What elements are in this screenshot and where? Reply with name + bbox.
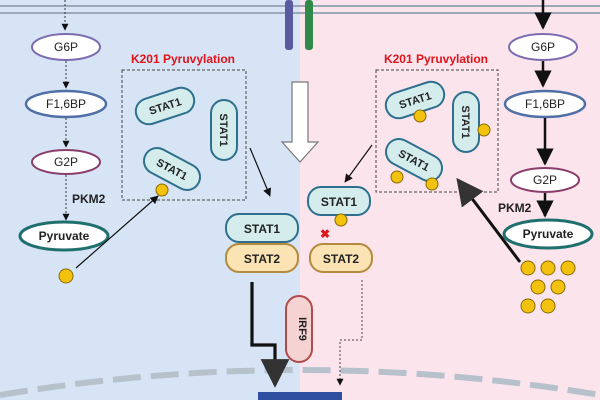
svg-text:STAT1: STAT1 <box>459 105 471 138</box>
free-stat2-capsule <box>309 243 373 273</box>
irf9-label: IRF9 <box>296 317 308 341</box>
box-to-dimer-arrow <box>249 147 271 197</box>
right-pkm2-label: PKM2 <box>498 201 532 215</box>
right-pyruvyl-dot <box>390 170 404 184</box>
right-g6p-label: G6P <box>531 40 555 54</box>
right-f16bp-node <box>503 89 587 119</box>
free-stat1-label: STAT1 <box>321 195 358 209</box>
right-stat1-capsule: STAT1 <box>384 138 444 182</box>
right-stat1-capsule: STAT1 <box>452 91 480 153</box>
left-pkm2-label: PKM2 <box>72 192 106 206</box>
left-pyruvate-dot <box>58 268 74 284</box>
dimer-stat2-label: STAT2 <box>244 252 281 266</box>
dimer-stat1-label: STAT1 <box>244 222 281 236</box>
left-g2p-label: G2P <box>54 155 78 169</box>
right-pyruvylation-arrow <box>456 177 522 263</box>
right-pyruvate-node <box>502 218 594 250</box>
left-pyruvylation-title: K201 Pyruvylation <box>131 52 235 66</box>
dimer-stat2-capsule <box>225 243 299 273</box>
right-glycolysis-pathway: G6P F1,6BP G2P PKM2 Pyruvate <box>498 0 594 250</box>
stat1-stat2-dimer: STAT1 STAT2 <box>225 213 299 273</box>
svg-text:STAT1: STAT1 <box>217 113 229 146</box>
receptor <box>285 0 313 50</box>
nuclear-target-box <box>258 392 342 400</box>
right-stat1-capsule: STAT1 <box>384 80 446 120</box>
left-g6p-label: G6P <box>54 40 78 54</box>
cell-membrane <box>0 5 600 14</box>
nuclear-membrane <box>0 367 600 398</box>
right-g6p-node <box>508 33 578 61</box>
right-pyruvyl-dot <box>477 123 491 137</box>
signal-arrow <box>280 81 320 163</box>
right-g2p-node <box>510 167 580 193</box>
free-stat2-label: STAT2 <box>323 252 360 266</box>
right-pyruvyl-dot <box>425 177 439 191</box>
dimer-stat1-capsule <box>225 213 299 243</box>
left-g2p-node <box>31 149 101 175</box>
pyruvyl-group-dot <box>155 183 169 197</box>
right-g2p-label: G2P <box>533 173 557 187</box>
blocked-interaction-marker: ✖ <box>320 227 330 241</box>
left-pyruvylation-box: K201 Pyruvylation STAT1 STAT1 STAT1 <box>121 52 247 201</box>
left-pyruvate-label: Pyruvate <box>39 229 90 243</box>
right-free-stat-proteins: STAT1 ✖ STAT2 <box>307 186 373 273</box>
left-glycolysis-pathway: G6P F1,6BP G2P PKM2 Pyruvate <box>18 0 110 252</box>
right-pyruvate-dot-cluster <box>520 260 576 314</box>
left-stat1-capsule: STAT1 <box>210 99 238 161</box>
weak-nuclear-translocation-arrow <box>336 280 363 386</box>
box-to-free-stat1-arrow <box>344 144 373 183</box>
left-g6p-node <box>31 33 101 61</box>
right-pyruvyl-dot <box>413 109 427 123</box>
right-pyruvylation-box: K201 Pyruvylation STAT1 STAT1 STAT1 <box>375 52 499 193</box>
irf9-protein: IRF9 <box>285 295 313 363</box>
left-pyruvate-node <box>18 220 110 252</box>
right-pyruvylation-title: K201 Pyruvylation <box>384 52 488 66</box>
left-stat1-capsule: STAT1 <box>134 86 196 126</box>
dimer-to-nucleus-arrow <box>250 282 290 388</box>
right-pyruvate-label: Pyruvate <box>523 227 574 241</box>
left-f16bp-node <box>24 89 108 119</box>
free-stat1-pyruvyl-dot <box>334 213 348 227</box>
left-f16bp-label: F1,6BP <box>46 97 86 111</box>
right-f16bp-label: F1,6BP <box>525 97 565 111</box>
left-pyruvylation-arrow <box>75 195 159 269</box>
